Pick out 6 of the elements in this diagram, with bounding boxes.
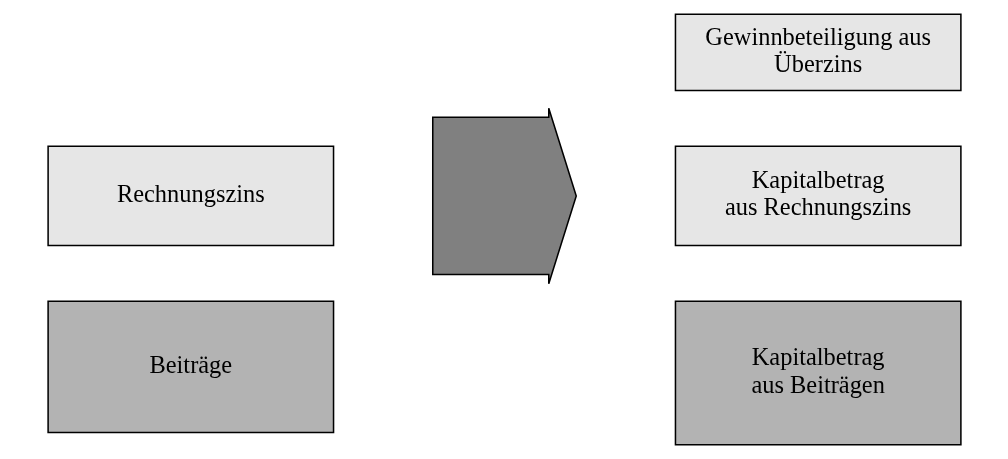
- node-box: Kapitalbetrag aus Beiträgen: [674, 300, 962, 446]
- node-box: Kapitalbetrag aus Rechnungszins: [674, 145, 962, 247]
- node-box: Beiträge: [46, 300, 334, 434]
- node-box: Gewinnbeteiligung aus Überzins: [674, 13, 962, 92]
- node-box: Rechnungszins: [46, 145, 334, 247]
- node-arrow: [431, 107, 577, 285]
